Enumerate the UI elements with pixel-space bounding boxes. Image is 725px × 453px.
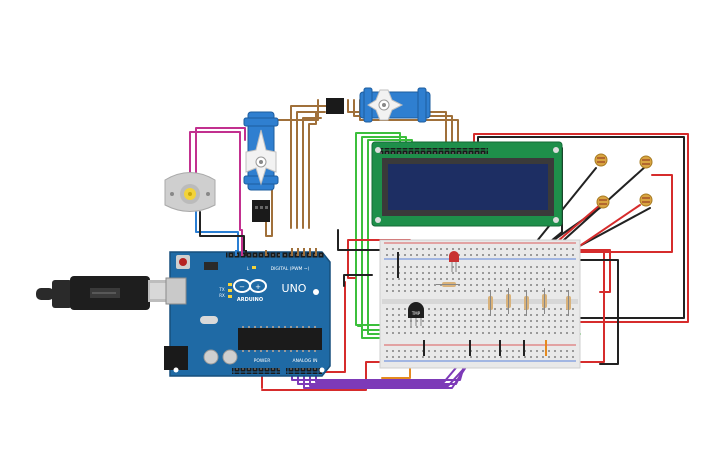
wire-motor-black <box>199 211 245 253</box>
wire-motor-magenta-1 <box>195 127 246 176</box>
temperature-sensor: TMP <box>408 302 424 326</box>
infinity-logo-icon: − + <box>233 279 267 293</box>
arduino-model: UNO <box>282 282 307 295</box>
wire-gnd-black-2 <box>343 274 373 287</box>
resistor-2 <box>506 288 511 314</box>
rx-label: RX <box>219 293 225 298</box>
wire-servo1-brown-2 <box>296 111 326 229</box>
wire-servo1-brown-3 <box>302 117 322 229</box>
servo-horn-icon <box>367 89 404 121</box>
ldr-sensor-2 <box>639 155 653 169</box>
usb-cable <box>36 276 180 310</box>
ldr-sensor-1 <box>594 153 608 167</box>
l-label: L <box>247 266 250 271</box>
arduino-brand: ARDUINO <box>237 297 263 303</box>
motor-shaft-icon <box>184 188 196 200</box>
servo-motor-1 <box>243 111 279 222</box>
svg-text:−: − <box>239 283 245 291</box>
power-header-label: POWER <box>254 358 271 364</box>
ldr-sensor-4 <box>639 193 653 207</box>
tx-label: TX <box>218 287 224 292</box>
wire-red-lower <box>261 361 381 391</box>
breadboard <box>379 239 581 369</box>
resistor-4 <box>542 288 547 314</box>
arduino-uno-board: − + ARDUINO UNO DIGITAL (PWM ~) POWER AN… <box>164 251 331 377</box>
svg-text:+: + <box>255 283 261 291</box>
resistor-1 <box>488 290 493 316</box>
wire-gnd-black-4 <box>571 259 619 365</box>
red-led <box>449 251 459 272</box>
servo-motor-2 <box>326 87 431 123</box>
servo-horn-icon <box>245 129 277 186</box>
resistor-3 <box>524 290 529 316</box>
resistor-led <box>436 282 460 287</box>
resistor-5 <box>566 290 571 316</box>
usb-plug-icon <box>90 288 120 298</box>
temp-sensor-label: TMP <box>411 311 421 316</box>
wire-power-red-2 <box>477 136 685 319</box>
wire-motor-magenta-2 <box>189 131 243 253</box>
wire-motor-blue <box>195 211 239 253</box>
dc-motor <box>164 172 216 212</box>
ldr-sensor-3 <box>596 195 610 209</box>
digital-header-label: DIGITAL (PWM ~) <box>271 266 310 272</box>
analog-header-label: ANALOG IN <box>292 358 317 364</box>
lcd-display <box>371 141 563 227</box>
wire-servo1-brown-4 <box>308 111 317 229</box>
arduino-top-wire-ends <box>235 248 317 256</box>
wire-power-red-1 <box>473 133 689 323</box>
wire-power-red-6 <box>559 174 673 253</box>
